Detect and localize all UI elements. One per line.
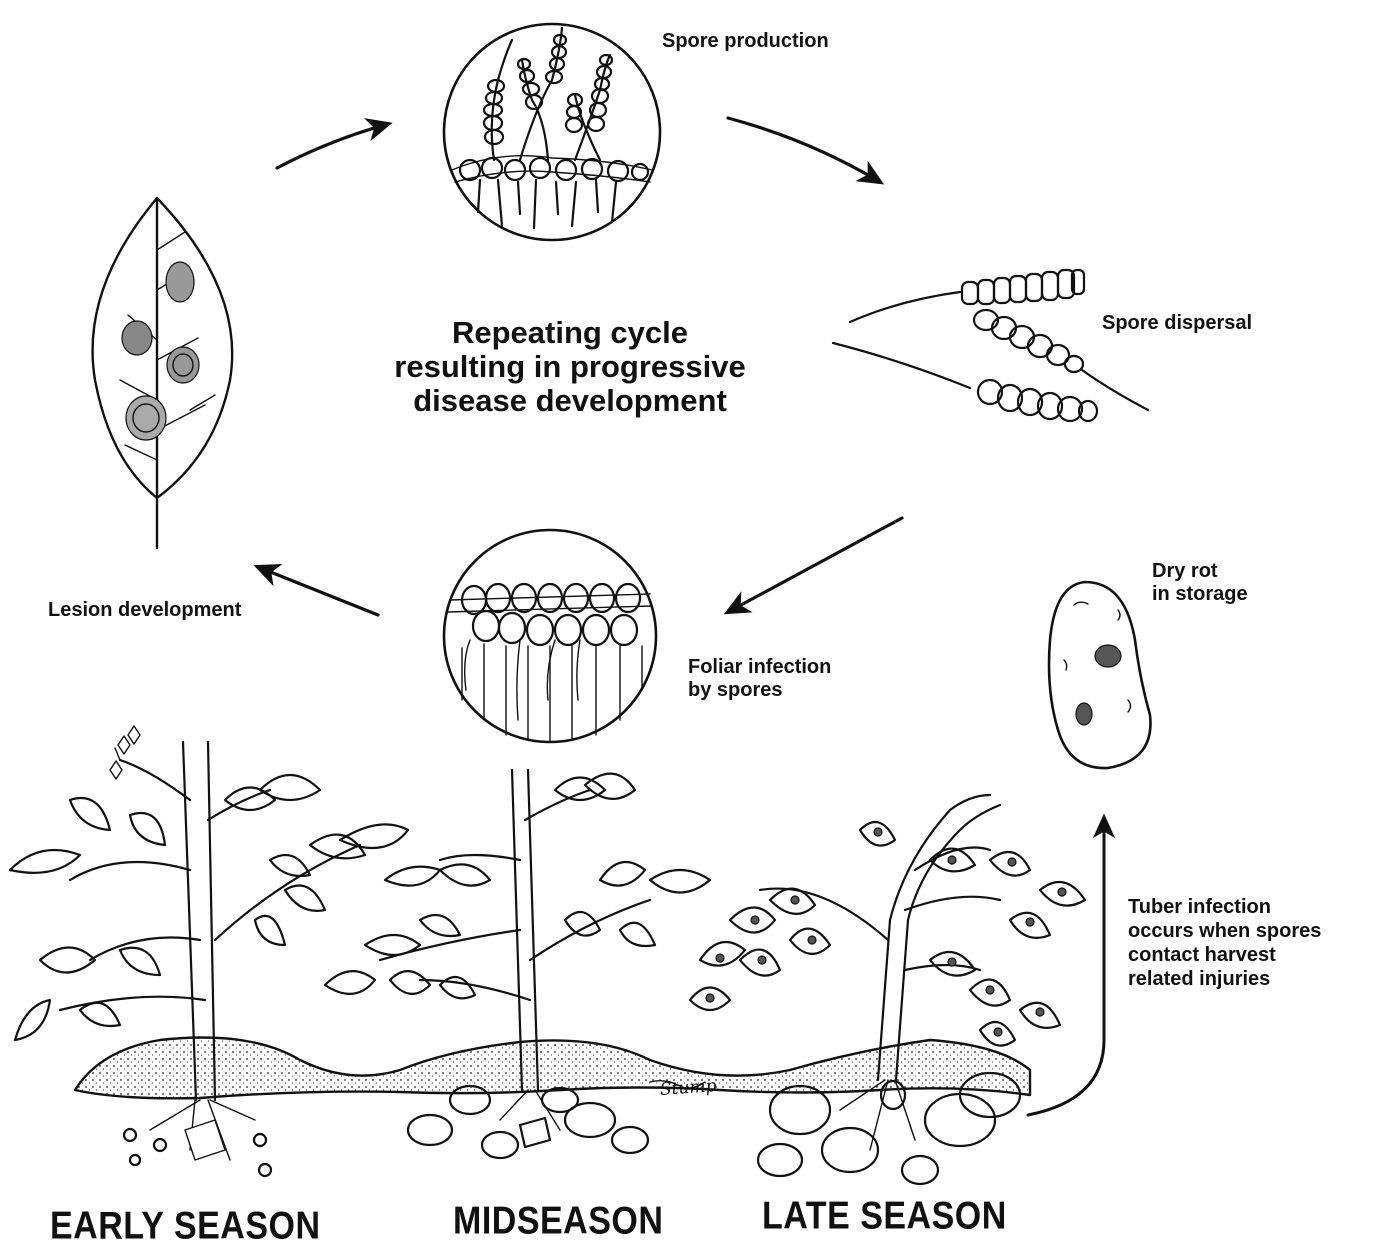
label-lesion-development: Lesion development: [48, 599, 241, 622]
label-dry-rot-line-2: in storage: [1152, 583, 1248, 606]
season-label-early: EARLY SEASON: [50, 1204, 321, 1249]
foliar-infection-circle: [444, 530, 656, 742]
spore-dispersal-conidia: [833, 270, 1148, 421]
artist-signature: Stump: [659, 1076, 717, 1100]
arrow-tuber-infection-up: [1028, 818, 1104, 1115]
season-label-mid: MIDSEASON: [453, 1199, 663, 1244]
cycle-arrows: [258, 118, 1104, 1115]
season-label-late: LATE SEASON: [762, 1194, 1007, 1239]
label-foliar-infection: Foliar infection by spores: [688, 656, 831, 702]
arrow-dispersal-to-foliar-infection: [728, 518, 902, 612]
label-dry-rot-line-1: Dry rot: [1152, 560, 1248, 583]
plant-early-season: [10, 726, 408, 1176]
label-tuber-infection: Tuber infection occurs when spores conta…: [1128, 895, 1321, 991]
cycle-title-line-3: disease development: [370, 384, 770, 418]
label-tuber-infection-line-4: related injuries: [1128, 967, 1321, 991]
label-tuber-infection-line-1: Tuber infection: [1128, 895, 1321, 919]
label-spore-production: Spore production: [662, 30, 829, 53]
label-dry-rot: Dry rot in storage: [1152, 560, 1248, 606]
arrow-foliar-to-lesion: [258, 567, 378, 615]
cycle-title-line-2: resulting in progressive: [370, 350, 770, 384]
infected-leaf: [93, 198, 233, 548]
plant-late-season: [690, 795, 1085, 1184]
plant-midseason: [325, 770, 710, 1158]
arrow-leaf-to-spore-production: [277, 124, 388, 168]
label-tuber-infection-line-3: contact harvest: [1128, 943, 1321, 967]
cycle-title-line-1: Repeating cycle: [370, 316, 770, 350]
spore-production-circle: [444, 24, 660, 240]
cycle-title: Repeating cycle resulting in progressive…: [370, 316, 770, 418]
label-spore-dispersal: Spore dispersal: [1102, 312, 1252, 335]
dry-rot-tuber: [1049, 582, 1150, 768]
label-foliar-infection-line-2: by spores: [688, 679, 831, 702]
arrow-production-to-dispersal: [728, 118, 880, 182]
label-tuber-infection-line-2: occurs when spores: [1128, 919, 1321, 943]
label-foliar-infection-line-1: Foliar infection: [688, 656, 831, 679]
